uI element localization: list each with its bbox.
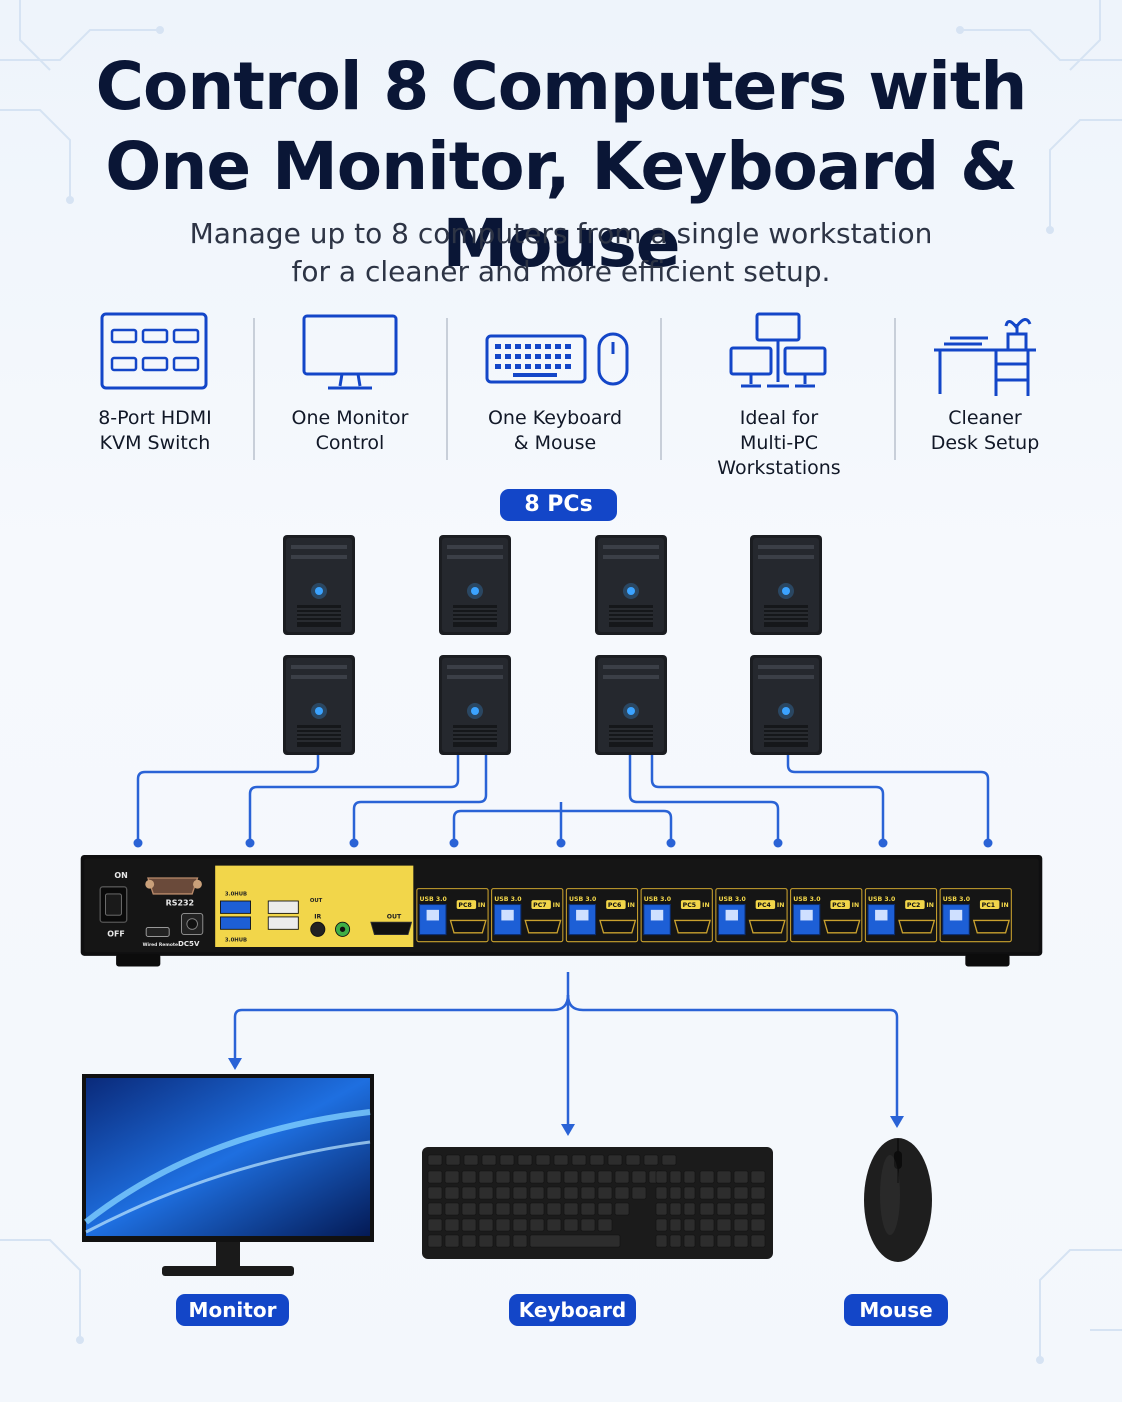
monitor-label: Monitor (176, 1294, 289, 1326)
pc-port-label: PC3 (832, 902, 845, 909)
usb3-label: USB 3.0 (719, 896, 747, 903)
port-in-label: IN (1001, 902, 1008, 909)
hdmi-in-port[interactable] (449, 919, 487, 934)
pcs-count-badge: 8 PCs (500, 489, 617, 521)
usb3-label: USB 3.0 (569, 896, 597, 903)
mouse-label: Mouse (844, 1294, 948, 1326)
usb3-label: USB 3.0 (793, 896, 821, 903)
usb3-label: USB 3.0 (943, 896, 971, 903)
pc-port-label: PC4 (757, 902, 771, 909)
divider (894, 318, 896, 460)
monitor-icon (302, 314, 398, 390)
hdmi-in-port[interactable] (673, 919, 711, 934)
hub-top-label: 3.0HUB (225, 892, 247, 898)
headline-line-1: Control 8 Computers with (95, 48, 1028, 125)
hdmi-in-port[interactable] (972, 919, 1010, 934)
rs232-port[interactable] (147, 877, 199, 895)
hdmi-in-port[interactable] (599, 919, 637, 934)
pc-port-label: PC5 (683, 902, 696, 909)
pc-port-label: PC8 (458, 902, 471, 909)
hdmi-out-port[interactable] (370, 921, 413, 936)
port-in-label: IN (852, 902, 859, 909)
hdmi-in-port[interactable] (748, 919, 786, 934)
divider (660, 318, 662, 460)
subheadline-line-1: Manage up to 8 computers from a single w… (189, 217, 933, 250)
divider (446, 318, 448, 460)
usb3-label: USB 3.0 (644, 896, 672, 903)
port-in-label: IN (702, 902, 709, 909)
power-on-label: ON (114, 871, 127, 880)
port-in-label: IN (777, 902, 784, 909)
divider (253, 318, 255, 460)
wired-remote-label: Wired Remote (143, 942, 178, 948)
pc-port-label: PC2 (907, 902, 920, 909)
wired-remote-port[interactable] (145, 927, 170, 937)
dc-power-label: DC5V (178, 939, 200, 948)
hub-bottom-label: 3.0HUB (225, 938, 247, 944)
hdmi-out-label: OUT (387, 914, 402, 921)
feature-label: One Keyboard& Mouse (487, 407, 623, 454)
pc-port-label: PC1 (982, 902, 995, 909)
port-in-label: IN (926, 902, 933, 909)
usb3-label: USB 3.0 (868, 896, 896, 903)
audio-out-label: OUT (310, 898, 323, 904)
hdmi-in-port[interactable] (823, 919, 861, 934)
mouse-device (864, 1138, 932, 1262)
keyboard-label: Keyboard (509, 1294, 636, 1326)
subheadline-line-2: for a cleaner and more efficient setup. (291, 255, 831, 288)
kvm-switch-icon (100, 312, 208, 390)
keyboard-device (422, 1147, 773, 1259)
monitor-device (82, 1074, 374, 1276)
hdmi-in-port[interactable] (898, 919, 936, 934)
usb3-label: USB 3.0 (494, 896, 522, 903)
rs232-label: RS232 (166, 898, 194, 907)
network-computers-icon (729, 312, 827, 388)
usb3-label: USB 3.0 (420, 896, 448, 903)
kvm-switch-rear-panel: ON OFF RS232 Wired Remote DC5V 3.0HUB 3.… (80, 855, 1043, 967)
feature-keyboard-mouse: One Keyboard& Mouse (455, 312, 655, 456)
pc-port-label: PC7 (533, 902, 546, 909)
pc-port-label: PC6 (608, 902, 621, 909)
usb-b-port[interactable] (643, 904, 671, 936)
usb-hub-port[interactable] (220, 916, 251, 930)
port-in-label: IN (553, 902, 560, 909)
usb-keyboard-port[interactable] (267, 900, 299, 914)
headline-line-2: One Monitor, Keyboard & Mouse (105, 128, 1017, 282)
port-in-label: IN (478, 902, 485, 909)
usb-hub-port[interactable] (220, 900, 251, 914)
power-off-label: OFF (107, 929, 125, 938)
desk-icon (934, 318, 1036, 396)
port-in-label: IN (627, 902, 634, 909)
ir-label: IR (314, 914, 321, 921)
usb-mouse-port[interactable] (267, 916, 299, 930)
ir-port[interactable] (310, 921, 326, 937)
hdmi-in-port[interactable] (524, 919, 562, 934)
keyboard-mouse-icon (485, 332, 629, 386)
